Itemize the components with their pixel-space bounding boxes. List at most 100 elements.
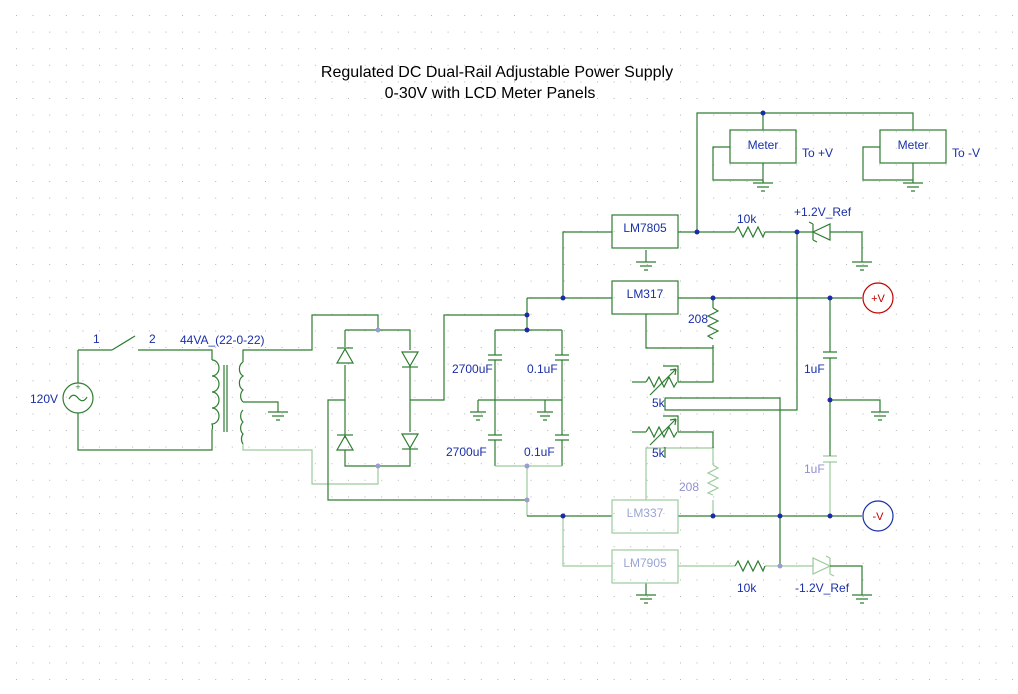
grid-dot [265,612,266,614]
grid-dot [231,264,233,265]
grid-dot [480,479,482,481]
grid-dot [414,214,416,216]
grid-dot [796,446,798,448]
grid-dot [497,430,499,431]
grid-dot [132,496,134,498]
grid-dot [148,496,150,498]
grid-dot [447,98,449,99]
grid-dot [630,64,632,66]
grid-dot [132,230,134,232]
grid-dot [431,98,432,99]
grid-dot [381,297,383,299]
probe-negative [862,500,894,532]
grid-dot [49,181,51,182]
power-switch [78,335,213,360]
grid-dot [530,347,532,348]
grid-dot [381,164,383,166]
grid-dot [663,64,665,66]
pot-pos-label: 5k [652,396,666,410]
grid-dot [314,629,316,631]
grid-dot [115,313,117,315]
grid-dot [132,579,134,581]
grid-dot [148,596,150,597]
grid-dot [912,413,914,415]
grid-dot [49,247,51,249]
grid-dot [32,496,34,498]
grid-dot [763,15,764,16]
grid-dot [182,396,183,398]
grid-dot [630,330,632,332]
grid-dot [165,147,167,149]
grid-dot [82,529,84,531]
grid-dot [65,380,67,382]
grid-dot [215,529,217,531]
grid-dot [497,164,499,166]
grid-dot [16,546,17,548]
grid-dot [713,313,715,315]
grid-dot [812,363,814,365]
grid-dot [597,446,598,448]
grid-dot [165,31,167,33]
grid-dot [431,230,432,232]
grid-dot [381,214,383,216]
grid-dot [763,131,764,133]
grid-dot [480,214,482,216]
grid-dot [298,264,300,265]
grid-dot [65,114,67,116]
grid-dot [99,230,100,232]
grid-dot [32,413,34,415]
grid-dot [580,396,582,398]
grid-dot [364,81,366,83]
grid-dot [879,81,881,83]
grid-dot [680,280,681,282]
grid-dot [680,596,681,597]
grid-dot [746,247,748,249]
grid-dot [381,15,383,16]
grid-dot [381,181,383,182]
grid-dot [929,513,930,514]
grid-dot [563,396,565,398]
grid-dot [613,197,615,199]
grid-dot [829,164,831,166]
grid-dot [663,197,665,199]
grid-dot [414,131,416,133]
grid-dot [364,396,366,398]
grid-dot [912,197,914,199]
grid-dot [480,529,482,531]
grid-dot [281,662,283,664]
grid-dot [314,164,316,166]
grid-dot [447,463,449,465]
grid-dot [331,479,333,481]
grid-dot [978,48,980,50]
grid-dot [298,313,300,315]
grid-dot [480,562,482,564]
grid-dot [480,662,482,664]
grid-dot [82,413,84,415]
grid-dot [912,297,914,299]
grid-dot [49,330,51,332]
grid-dot [431,446,432,448]
grid-dot [364,264,366,265]
grid-dot [132,64,134,66]
grid-dot [49,562,51,564]
grid-dot [49,15,51,16]
grid-dot [580,197,582,199]
grid-dot [929,347,930,348]
cap-neg-dec-label: 0.1uF [524,445,555,459]
grid-dot [597,529,598,531]
grid-dot [480,297,482,299]
grid-dot [497,513,499,514]
grid-dot [99,479,100,481]
grid-dot [99,280,100,282]
grid-dot [729,612,731,614]
grid-dot [597,496,598,498]
grid-dot [431,330,432,332]
grid-dot [16,463,17,465]
grid-dot [713,679,715,680]
grid-dot [148,114,150,116]
grid-dot [779,612,781,614]
grid-dot [895,230,897,232]
grid-dot [978,629,980,631]
grid-dot [314,562,316,564]
lm7905-regulator [611,549,679,584]
